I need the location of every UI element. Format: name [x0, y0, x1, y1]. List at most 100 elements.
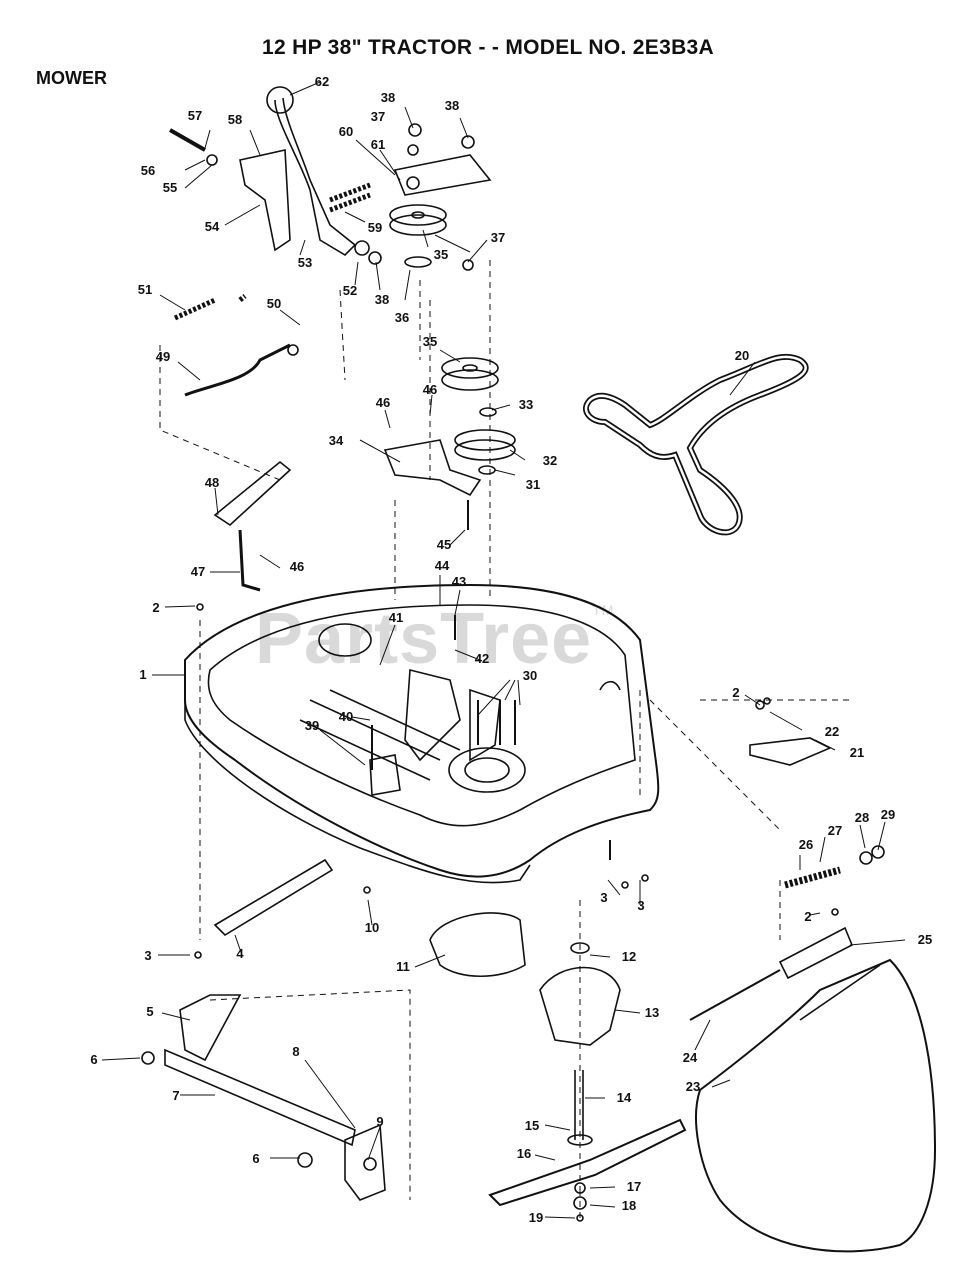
callout-34: 34: [328, 433, 344, 448]
callout-5: 5: [146, 1004, 154, 1019]
callout-29: 29: [880, 807, 896, 822]
housing-11: [429, 912, 526, 978]
callout-17: 17: [626, 1179, 642, 1194]
callout-1: 1: [139, 667, 147, 682]
callout-3: 3: [637, 898, 645, 913]
callout-41: 41: [388, 610, 404, 625]
idler-bracket-plate: [383, 439, 482, 497]
callout-49: 49: [155, 349, 171, 364]
spring-59: [329, 182, 371, 213]
callout-8: 8: [292, 1044, 300, 1059]
shaft-14: [574, 1070, 584, 1140]
callout-10: 10: [364, 920, 380, 935]
callout-23: 23: [685, 1079, 701, 1094]
lift-lever: [274, 97, 357, 257]
callout-22: 22: [824, 724, 840, 739]
chute-edge: [799, 964, 881, 1021]
callout-39: 39: [304, 718, 320, 733]
callout-9: 9: [376, 1114, 384, 1129]
diagram-title: 12 HP 38" TRACTOR - - MODEL NO. 2E3B3A: [262, 36, 714, 59]
lift-link-48: [213, 460, 292, 527]
callout-38: 38: [374, 292, 390, 307]
callout-35: 35: [422, 334, 438, 349]
bracket-8: [344, 1123, 386, 1201]
callout-2: 2: [152, 600, 160, 615]
callout-2: 2: [732, 685, 740, 700]
pulleys: [389, 204, 516, 475]
callout-55: 55: [162, 180, 178, 195]
spindle-housing: [539, 966, 621, 1046]
callout-53: 53: [297, 255, 313, 270]
callout-48: 48: [204, 475, 220, 490]
callout-38: 38: [380, 90, 396, 105]
callout-12: 12: [621, 949, 637, 964]
guide-lines: [159, 260, 850, 1220]
section-label: MOWER: [36, 68, 107, 88]
bracket-4: [213, 858, 334, 937]
callout-52: 52: [342, 283, 358, 298]
callout-2: 2: [804, 909, 812, 924]
mower-deck: [184, 583, 660, 884]
link-7: [164, 1048, 356, 1147]
callout-40: 40: [338, 709, 354, 724]
callout-61: 61: [370, 137, 386, 152]
callout-37: 37: [370, 109, 386, 124]
callout-38: 38: [444, 98, 460, 113]
callout-25: 25: [917, 932, 933, 947]
callout-24: 24: [682, 1050, 698, 1065]
lift-bracket: [239, 149, 291, 252]
callout-59: 59: [367, 220, 383, 235]
callout-3: 3: [600, 890, 608, 905]
blade-16: [488, 1118, 687, 1207]
callout-18: 18: [621, 1198, 637, 1213]
callout-37: 37: [490, 230, 506, 245]
callout-3: 3: [144, 948, 152, 963]
callout-6: 6: [90, 1052, 98, 1067]
callout-51: 51: [137, 282, 153, 297]
callout-26: 26: [798, 837, 814, 852]
callout-32: 32: [542, 453, 558, 468]
pin-57: [169, 128, 206, 152]
callout-58: 58: [227, 112, 243, 127]
callout-31: 31: [525, 477, 541, 492]
watermark: PartsTreeTM: [255, 598, 614, 680]
callout-28: 28: [854, 810, 870, 825]
bearing-12: [570, 942, 590, 954]
callout-42: 42: [474, 651, 490, 666]
watermark-text: PartsTree: [255, 599, 593, 679]
idler-arm: [393, 154, 492, 196]
callout-15: 15: [524, 1118, 540, 1133]
callout-46: 46: [289, 559, 305, 574]
link-rod-49: [184, 343, 291, 397]
callout-35: 35: [433, 247, 449, 262]
callout-54: 54: [204, 219, 220, 234]
callout-14: 14: [616, 1090, 632, 1105]
callout-47: 47: [190, 564, 206, 579]
callout-44: 44: [434, 558, 450, 573]
hinge-25: [778, 926, 854, 980]
callout-6: 6: [252, 1151, 260, 1166]
bolts: [371, 500, 611, 860]
callout-30: 30: [522, 668, 538, 683]
callout-19: 19: [528, 1210, 544, 1225]
callout-21: 21: [849, 745, 865, 760]
callout-50: 50: [266, 296, 282, 311]
hanger-5: [179, 994, 242, 1062]
drive-belt: [583, 353, 809, 536]
leader-lines: [101, 81, 906, 1219]
callout-13: 13: [644, 1005, 660, 1020]
link-47: [238, 529, 261, 592]
rod-24: [689, 969, 781, 1021]
callout-56: 56: [140, 163, 156, 178]
callout-11: 11: [396, 959, 410, 974]
spring-51: [173, 294, 247, 321]
hardware-nuts: [141, 123, 885, 1222]
bracket-21: [749, 737, 832, 766]
callout-46: 46: [375, 395, 391, 410]
spring-27: [784, 866, 841, 889]
callout-7: 7: [172, 1088, 180, 1103]
deflector-chute: [695, 958, 937, 1253]
callout-45: 45: [436, 537, 452, 552]
callout-4: 4: [236, 946, 244, 961]
